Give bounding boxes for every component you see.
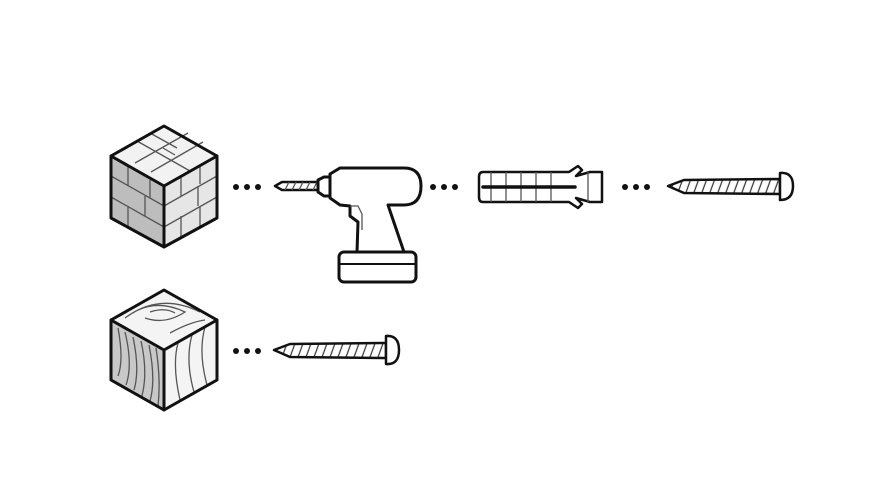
wood-block-icon: [109, 288, 219, 412]
dots-separator: [233, 184, 261, 190]
brick-wall-icon: [109, 124, 219, 249]
dots-separator: [622, 184, 650, 190]
drill-icon: [273, 166, 423, 284]
screw-icon: [272, 334, 401, 366]
screw-icon: [666, 171, 795, 202]
wall-plug-icon: [477, 164, 604, 210]
dots-separator: [233, 348, 261, 354]
dots-separator: [430, 184, 458, 190]
